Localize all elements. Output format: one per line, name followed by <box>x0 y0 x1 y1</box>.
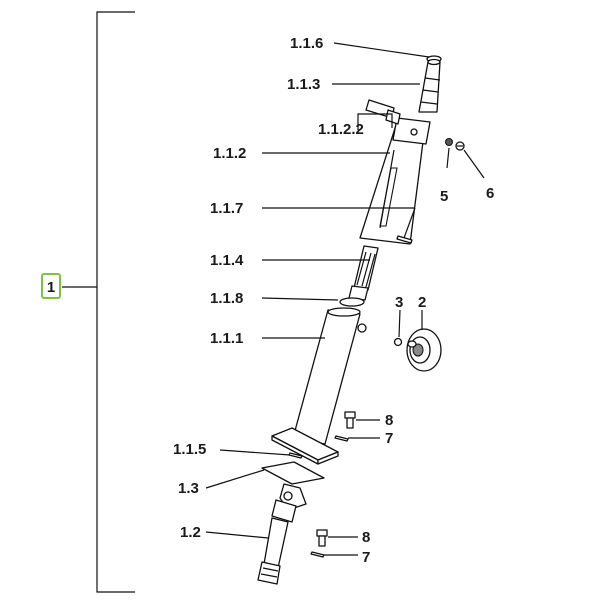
part-7-washer-upper <box>334 435 349 442</box>
label-1-1-8: 1.1.8 <box>210 290 243 307</box>
label-1-1-3: 1.1.3 <box>287 76 320 93</box>
part-2-hub <box>406 328 442 372</box>
part-1-1-3-top-shaft <box>418 58 441 113</box>
label-8-lower: 8 <box>362 529 370 546</box>
part-1-1-1-lower-housing <box>271 307 367 465</box>
label-1-1-5: 1.1.5 <box>173 441 206 458</box>
part-1-1-2-2-lever <box>365 99 401 125</box>
part-1-1-8-bushing <box>339 297 365 307</box>
part-1-3-plate <box>261 461 325 485</box>
part-8-bolt-upper <box>344 411 356 429</box>
label-5: 5 <box>440 188 448 205</box>
part-5-nut <box>445 138 453 146</box>
part-6-screw <box>455 141 465 151</box>
part-8-bolt-lower <box>316 529 328 547</box>
label-1-3: 1.3 <box>178 480 199 497</box>
part-1-1-7-pin <box>396 235 413 244</box>
label-1: 1 <box>47 279 55 296</box>
label-2: 2 <box>418 294 426 311</box>
label-1-1-2-2: 1.1.2.2 <box>318 121 364 138</box>
label-3: 3 <box>395 294 403 311</box>
part-3-pin <box>393 337 403 347</box>
part-1-1-4-inner-shaft <box>348 245 379 301</box>
label-1-2: 1.2 <box>180 524 201 541</box>
label-1-1-4: 1.1.4 <box>210 252 244 269</box>
label-7-lower: 7 <box>362 549 370 566</box>
label-1-1-1: 1.1.1 <box>210 330 243 347</box>
leader-lines <box>205 42 485 556</box>
main-callout[interactable]: 1 <box>41 273 61 299</box>
label-6: 6 <box>486 185 494 202</box>
assembly-bracket <box>62 11 135 593</box>
label-1-1-6: 1.1.6 <box>290 35 323 52</box>
highlight-box <box>41 273 61 299</box>
part-1-1-5-washer <box>288 452 303 459</box>
part-1-2-universal-joint <box>257 483 307 585</box>
steering-column-parts <box>257 55 465 585</box>
label-8-upper: 8 <box>385 412 393 429</box>
label-1-1-7: 1.1.7 <box>210 200 243 217</box>
label-7-upper: 7 <box>385 430 393 447</box>
part-7-washer-lower <box>310 551 325 558</box>
callout-labels: 1.1.6 1.1.3 1.1.2.2 1.1.2 1.1.7 1.1.4 1.… <box>173 35 494 566</box>
label-1-1-2: 1.1.2 <box>213 145 246 162</box>
part-1-1-2-upper-tube <box>359 117 431 245</box>
